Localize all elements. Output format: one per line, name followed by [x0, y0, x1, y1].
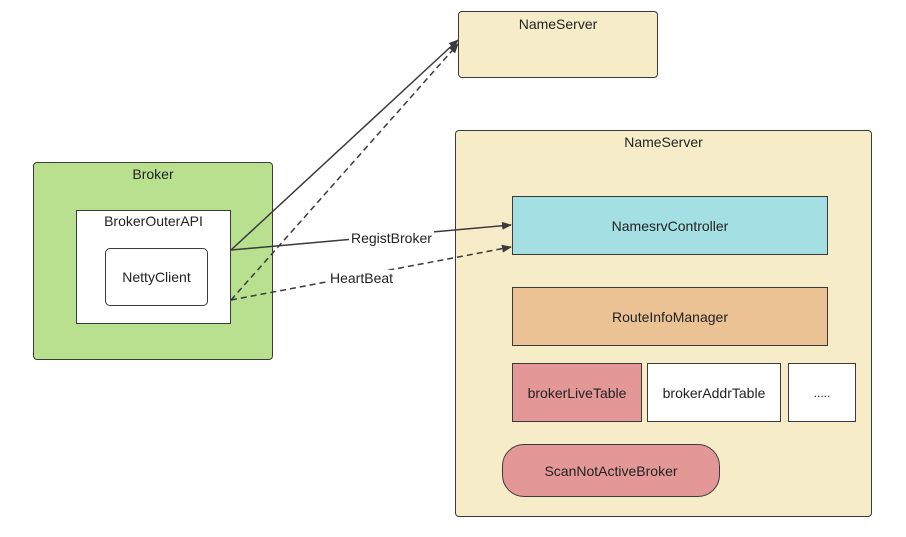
regist-broker-edge-label: RegistBroker [349, 230, 434, 246]
broker-label: Broker [132, 166, 174, 182]
broker-box: Broker [33, 162, 273, 360]
broker-outer-api-label: BrokerOuterAPI [104, 213, 203, 229]
scan-not-active-broker-box: ScanNotActiveBroker [502, 444, 720, 497]
nameserver-top-box: NameServer [458, 11, 658, 78]
netty-client-label: NettyClient [122, 269, 191, 285]
route-info-manager-label: RouteInfoManager [612, 308, 728, 325]
regist-arrow-to-top-nameserver [230, 39, 459, 251]
broker-live-table-box: brokerLiveTable [512, 363, 642, 422]
broker-live-table-label: brokerLiveTable [527, 384, 627, 401]
broker-addr-table-label: brokerAddrTable [662, 384, 766, 401]
nameserver-main-label: NameServer [624, 134, 703, 150]
more-tables-label: ..... [813, 385, 831, 400]
broker-addr-table-box: brokerAddrTable [647, 363, 781, 422]
heartbeat-arrow-to-top-nameserver [230, 43, 459, 301]
nameserver-top-label: NameServer [518, 16, 598, 32]
heartbeat-edge-label: HeartBeat [328, 270, 396, 286]
route-info-manager-box: RouteInfoManager [512, 287, 828, 346]
namesrv-controller-label: NamesrvController [611, 217, 729, 234]
scan-not-active-broker-label: ScanNotActiveBroker [544, 462, 678, 479]
more-tables-box: ..... [788, 363, 856, 422]
netty-client-box: NettyClient [105, 248, 208, 306]
namesrv-controller-box: NamesrvController [512, 196, 828, 255]
